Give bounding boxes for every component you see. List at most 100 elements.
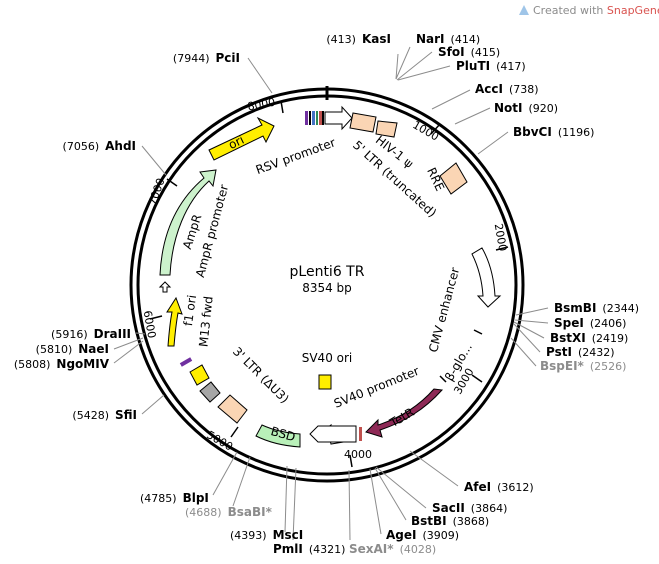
- site-sfoi[interactable]: SfoI(415): [438, 45, 500, 59]
- site-position: (920): [529, 102, 559, 115]
- site-bbvci[interactable]: BbvCI(1196): [513, 125, 594, 139]
- site-bspei[interactable]: BspEI*(2526): [540, 359, 626, 373]
- site-position: (5808): [14, 358, 51, 371]
- snapgene-watermark: Created with SnapGene®: [519, 4, 659, 17]
- site-leader-line: [397, 65, 451, 81]
- ltr5-box[interactable]: [349, 112, 377, 133]
- site-agei[interactable]: AgeI(3909): [386, 528, 459, 542]
- feature-bsd[interactable]: BSD: [255, 424, 301, 448]
- site-naei[interactable]: (5810)NaeI: [36, 342, 109, 356]
- site-position: (4688): [185, 506, 222, 519]
- site-leader-line: [247, 57, 273, 94]
- site-leader-line: [477, 131, 509, 155]
- site-name: SexAI*: [349, 542, 394, 556]
- site-position: (5810): [36, 343, 73, 356]
- site-leader-line: [515, 307, 549, 316]
- site-psti[interactable]: PstI(2432): [546, 345, 615, 359]
- rsv-promoter-arrow[interactable]: [324, 105, 353, 131]
- sv40-marker: [359, 427, 362, 441]
- site-bstxi[interactable]: BstXI(2419): [550, 331, 628, 345]
- site-name: AfeI: [464, 480, 491, 494]
- site-name: SpeI: [554, 316, 584, 330]
- sv40-ori-box[interactable]: [318, 374, 332, 390]
- ampr-arrow: [159, 169, 217, 276]
- site-leader-line: [513, 323, 541, 353]
- site-leader-line: [135, 332, 146, 335]
- site-leader-line: [375, 466, 427, 509]
- f1-ori-arrow[interactable]: [166, 296, 183, 347]
- site-draiii[interactable]: (5916)DraIII: [51, 327, 131, 341]
- site-name: BlpI: [183, 491, 209, 505]
- site-name: MscI: [273, 528, 304, 542]
- ltr3-box[interactable]: [217, 394, 248, 424]
- site-leader-line: [369, 468, 382, 535]
- bsd-arrow: [255, 424, 301, 448]
- site-pcii[interactable]: (7944)PciI: [173, 51, 240, 65]
- site-kasi[interactable]: (413)KasI: [326, 32, 391, 46]
- site-position: (4321): [309, 543, 346, 556]
- site-pluti[interactable]: PluTI(417): [456, 59, 526, 73]
- sv40-promoter-body: [309, 425, 357, 443]
- site-bsabi[interactable]: (4688)BsaBI*: [185, 505, 273, 519]
- site-position: (1196): [558, 126, 595, 139]
- site-leader-line: [513, 321, 545, 339]
- cmv-enhancer-arrow[interactable]: [471, 247, 502, 308]
- site-leader-line: [395, 53, 399, 80]
- grey-feature-box[interactable]: [199, 381, 221, 403]
- ampr-promoter-arrow[interactable]: [158, 281, 172, 293]
- ruler-label: 7000: [146, 176, 168, 207]
- plasmid-size: 8354 bp: [302, 281, 352, 295]
- site-leader-line: [409, 450, 459, 487]
- ori-arrow: [208, 116, 275, 161]
- hiv-psi-box[interactable]: [375, 120, 398, 138]
- site-position: (414): [451, 33, 481, 46]
- site-position: (4393): [230, 529, 267, 542]
- site-pmli[interactable]: PmlI(4321): [273, 542, 345, 556]
- site-spei[interactable]: SpeI(2406): [554, 316, 626, 330]
- backbone: [129, 86, 525, 483]
- site-position: (413): [326, 33, 356, 46]
- site-name: SacII: [432, 501, 465, 515]
- feature-tetr[interactable]: TetR: [365, 388, 444, 438]
- site-leader-line: [232, 456, 251, 507]
- site-nari[interactable]: NarI(414): [416, 32, 480, 46]
- rre-box[interactable]: [439, 162, 468, 195]
- site-leader-line: [514, 319, 549, 324]
- feature-ori[interactable]: ori: [208, 116, 275, 161]
- site-leader-line: [141, 145, 167, 176]
- site-ngomiv[interactable]: (5808)NgoMIV: [14, 357, 110, 371]
- site-position: (415): [471, 46, 501, 59]
- restriction-sites: (413)KasI NarI(414)SfoI(415)PluTI(417) Acc…: [14, 32, 639, 556]
- site-position: (4028): [400, 543, 437, 556]
- site-ahdi[interactable]: (7056)AhdI: [63, 139, 136, 153]
- site-position: (738): [509, 83, 539, 96]
- ori-label: ori: [226, 133, 246, 152]
- ruler-label: 2000: [492, 222, 510, 252]
- site-position: (3864): [471, 502, 508, 515]
- site-acci[interactable]: AccI(738): [475, 82, 539, 96]
- beta-glo-marker: [439, 375, 447, 383]
- site-sexai[interactable]: SexAI* (4028): [349, 542, 436, 556]
- site-bstbi[interactable]: BstBI(3868): [411, 514, 489, 528]
- site-msci[interactable]: (4393) MscI: [230, 528, 303, 542]
- cmv-enhancer-label: CMV enhancer: [426, 266, 462, 354]
- site-sacii[interactable]: SacII (3864): [432, 501, 507, 515]
- site-name: PstI: [546, 345, 572, 359]
- site-position: (3868): [453, 515, 490, 528]
- watermark-brand: SnapGene: [607, 4, 659, 17]
- site-noti[interactable]: NotI(920): [494, 101, 558, 115]
- bsd-label: BSD: [269, 424, 297, 444]
- site-blpi[interactable]: (4785)BlpI: [140, 491, 209, 505]
- site-leader-line: [141, 394, 165, 415]
- site-leader-line: [395, 46, 411, 80]
- site-afei[interactable]: AfeI(3612): [464, 480, 534, 494]
- site-name: BspEI*: [540, 359, 585, 373]
- m13-marker: [179, 357, 193, 367]
- site-name: PciI: [216, 51, 241, 65]
- site-sfii[interactable]: (5428)SfiI: [72, 408, 137, 422]
- sv40-polya-box[interactable]: [189, 364, 210, 386]
- site-name: AgeI: [386, 528, 416, 542]
- site-bsmbi[interactable]: BsmBI(2344): [554, 301, 639, 315]
- site-position: (7056): [63, 140, 100, 153]
